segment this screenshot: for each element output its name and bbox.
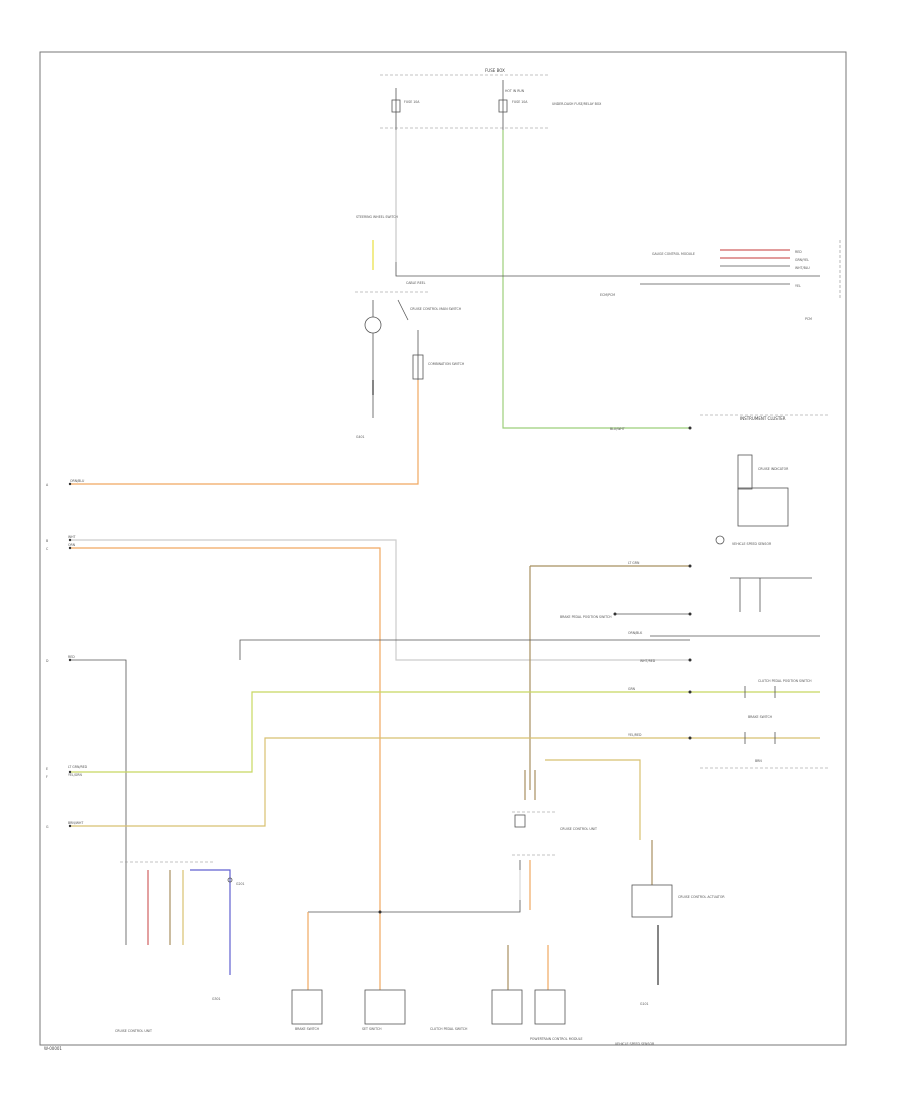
right-wire-yel-red: YEL/RED (628, 733, 642, 737)
left-pin-a: A (46, 483, 49, 487)
left-wire-orn-blu: ORN/BLU (70, 479, 85, 483)
right-wire-red: RED (795, 250, 802, 254)
right-wire-brn: BRN (755, 759, 762, 763)
left-pin-c: C (46, 547, 49, 551)
left-wire-orn: ORN (68, 543, 76, 547)
top-fuse-box: FUSE BOX HOT IN RUN FUSE 10A FUSE 10A UN… (380, 68, 602, 130)
left-wire-yel-grn: YEL/GRN (68, 773, 82, 777)
left-wire-wht: WHT (68, 535, 76, 539)
gauge-ctrl-label: GAUGE CONTROL MODULE (652, 252, 695, 256)
left-wire-red: RED (68, 655, 75, 659)
bottom-comp-cruise-unit: CRUISE CONTROL UNIT (115, 1029, 152, 1033)
cruise-unit-connector: CRUISE CONTROL UNIT (308, 759, 641, 913)
right-wire-grn: GRN (628, 687, 636, 691)
fuse-right-label: FUSE 10A (512, 100, 528, 104)
bottom-components: BRAKE SWITCH SET SWITCH CLUTCH PEDAL SWI… (291, 912, 655, 1046)
actuator: CRUISE CONTROL ACTUATOR G101 (631, 840, 725, 1006)
wire-orange-a (70, 380, 419, 485)
cable-reel-label: CABLE REEL (406, 281, 426, 285)
wire-gray-bridge (239, 639, 690, 660)
left-pin-f: F (46, 775, 48, 779)
brake-switch-label: BRAKE SWITCH (748, 715, 773, 719)
footer-code: W-00001 (44, 1046, 62, 1051)
instrument-cluster: INSTRUMENT CLUSTER BLU/WHT CRUISE INDICA… (610, 414, 828, 546)
right-wire-wht-blu: WHT/BLU (795, 266, 810, 270)
hot-run-label: HOT IN RUN (505, 89, 525, 93)
bottom-comp-clutch-switch: CLUTCH PEDAL SWITCH (430, 1027, 468, 1031)
right-wire-yel: YEL (795, 284, 801, 288)
right-wire-lt-grn: LT GRN (628, 561, 640, 565)
right-wire-wht-red: WHT/RED (640, 659, 656, 663)
right-wire-orn-blk: ORN/BLK (628, 631, 643, 635)
cruise-indicator-label: CRUISE INDICATOR (758, 467, 789, 471)
ground-g201: G201 (236, 882, 245, 886)
wire-red-d (70, 659, 127, 945)
left-pin-e: E (46, 767, 48, 771)
ground-g101: G101 (640, 1002, 649, 1006)
right-connector-block: GAUGE CONTROL MODULE ECM/PCM RED GRN/YEL… (600, 240, 841, 321)
cruise-unit-label: CRUISE CONTROL UNIT (560, 827, 597, 831)
left-wire-brn-wht: BRN/WHT (68, 821, 83, 825)
left-pin-d: D (46, 659, 49, 663)
ground-g301: G301 (212, 997, 221, 1001)
left-pin-b: B (46, 539, 48, 543)
right-wire-grn-yel: GRN/YEL (795, 258, 809, 262)
right-wire-blu-wht: BLU/WHT (610, 427, 625, 431)
fuse-left-label: FUSE 10A (404, 100, 420, 104)
left-pin-g: G (46, 825, 49, 829)
diagram-frame (39, 51, 847, 1046)
wire-green-instrument (502, 130, 690, 429)
wire-tan (70, 737, 820, 827)
wire-white-b (70, 539, 690, 661)
actuator-label: CRUISE CONTROL ACTUATOR (678, 895, 725, 899)
vss-label: VEHICLE SPEED SENSOR (732, 542, 772, 546)
wire-yel-grn (70, 691, 820, 773)
bottom-comp-pcm: POWERTRAIN CONTROL MODULE (530, 1037, 583, 1041)
bottom-comp-brake-switch: BRAKE SWITCH (295, 1027, 320, 1031)
cruise-main-switch-label: CRUISE CONTROL MAIN SWITCH (410, 307, 462, 311)
ecm-label: ECM/PCM (600, 293, 615, 297)
brake-pedal-switch-area: BRAKE PEDAL POSITION SWITCH ORN/BLK WHT/… (560, 577, 820, 663)
fuse-box-label: FUSE BOX (485, 68, 505, 73)
brake-pedal-switch-label: BRAKE PEDAL POSITION SWITCH (560, 615, 612, 619)
terminal-pins (68, 426, 692, 914)
combo-switch-label: COMBINATION SWITCH (428, 362, 465, 366)
left-wire-lt-grn-red: LT GRN/RED (68, 765, 88, 769)
pcm-label: PCM (805, 317, 812, 321)
wire-orange-c (70, 547, 381, 912)
clutch-switch-label: CLUTCH PEDAL POSITION SWITCH (758, 679, 812, 683)
under-dash-label: UNDER-DASH FUSE/RELAY BOX (552, 102, 602, 106)
instrument-cluster-label: INSTRUMENT CLUSTER (740, 416, 786, 421)
right-switch-rows: CLUTCH PEDAL POSITION SWITCH BRAKE SWITC… (700, 679, 828, 769)
steering-wheel-label: STEERING WHEEL SWITCH (356, 215, 398, 219)
bottom-left-connector: G201 G301 CRUISE CONTROL UNIT (115, 861, 245, 1033)
left-pin-markers: A B C D E F G (46, 483, 49, 829)
cable-reel-area: STEERING WHEEL SWITCH CABLE REEL CRUISE … (355, 215, 820, 439)
bottom-comp-set-switch: SET SWITCH (362, 1027, 382, 1031)
bottom-comp-vss: VEHICLE SPEED SENSOR (615, 1042, 655, 1046)
ground-g401: G401 (356, 435, 365, 439)
